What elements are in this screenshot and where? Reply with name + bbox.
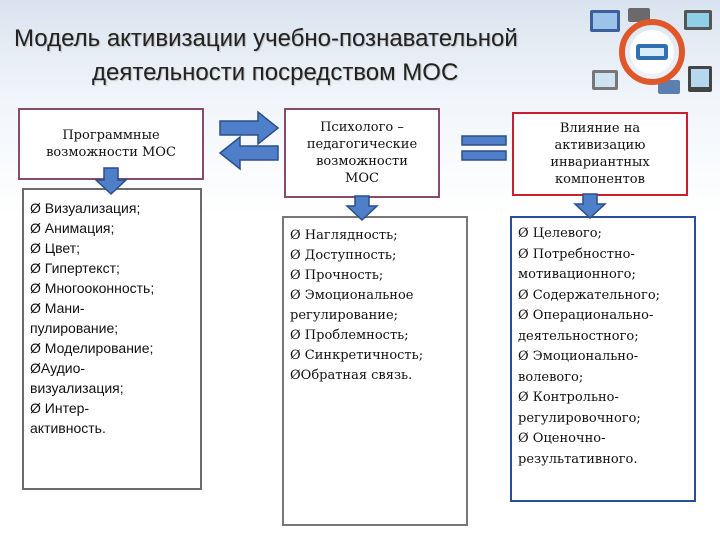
list-item: деятельностного; bbox=[518, 328, 639, 344]
list-item: Ø Гипертекст; bbox=[30, 260, 120, 276]
psych-pedagogical-list: Ø Наглядность; Ø Доступность; Ø Прочност… bbox=[282, 216, 468, 526]
list-item: волевого; bbox=[518, 369, 584, 385]
title-line-1: Модель активизации учебно-познавательной bbox=[14, 25, 518, 52]
list-item: Ø Наглядность; bbox=[290, 228, 398, 243]
box3-heading-line-4: компонентов bbox=[555, 172, 645, 187]
equals-top-bar-icon bbox=[461, 135, 507, 146]
influence-box: Влияние на активизацию инвариантных комп… bbox=[512, 112, 688, 196]
list-item: Ø Эмоционально- bbox=[518, 349, 639, 364]
box3-heading-line-3: инвариантных bbox=[550, 155, 650, 170]
list-item: Ø Операционально- bbox=[518, 308, 654, 323]
list-item: визуализация; bbox=[30, 380, 124, 396]
title-line-2: деятельности посредством МОС bbox=[92, 59, 459, 86]
list-item: Ø Моделирование; bbox=[30, 340, 154, 356]
right-arrow-icon bbox=[219, 110, 280, 146]
list-item: активность. bbox=[30, 420, 106, 436]
list-item: Ø Целевого; bbox=[518, 226, 602, 241]
list-item: Ø Потребностно- bbox=[518, 246, 635, 262]
list-item: Ø Прочность; bbox=[290, 268, 384, 283]
list-item: результативного. bbox=[518, 451, 638, 467]
list-item: Ø Визуализация; bbox=[30, 200, 141, 216]
list-item: Ø Содержательного; bbox=[518, 287, 661, 303]
list-item: Ø Многооконность; bbox=[30, 280, 155, 296]
equals-bottom-bar-icon bbox=[461, 150, 507, 161]
devices-collage-icon bbox=[590, 8, 712, 94]
software-capabilities-box: Программные возможности МОС bbox=[18, 108, 204, 180]
software-capabilities-list: Ø Визуализация; Ø Анимация; Ø Цвет; Ø Ги… bbox=[22, 188, 202, 490]
psych-pedagogical-box: Психолого – педагогические возможности М… bbox=[284, 108, 440, 198]
list-item: мотивационного; bbox=[518, 267, 636, 282]
box2-heading-line-4: МОС bbox=[345, 171, 379, 186]
list-item: Ø Доступность; bbox=[290, 248, 397, 263]
left-arrow-icon bbox=[218, 135, 279, 171]
box3-heading-line-1: Влияние на bbox=[559, 121, 641, 136]
list-item: Ø Анимация; bbox=[30, 220, 115, 236]
list-item: пулирование; bbox=[30, 320, 119, 336]
list-item: ØОбратная связь. bbox=[290, 368, 413, 383]
box1-heading-line-1: Программные bbox=[62, 128, 160, 143]
influence-list: Ø Целевого; Ø Потребностно- мотивационно… bbox=[510, 216, 696, 502]
box2-heading-line-1: Психолого – bbox=[320, 120, 404, 135]
slide-title: Модель активизации учебно-познавательной… bbox=[0, 22, 600, 90]
list-item: Ø Синкретичность; bbox=[290, 348, 424, 363]
down-arrow-icon bbox=[573, 193, 607, 220]
list-item: Ø Мани- bbox=[30, 300, 85, 316]
box2-heading-line-3: возможности bbox=[316, 154, 408, 169]
box3-heading-line-2: активизацию bbox=[554, 138, 646, 153]
list-item: регулировочного; bbox=[518, 410, 641, 426]
list-item: Ø Контрольно- bbox=[518, 390, 619, 405]
box1-heading-line-2: возможности МОС bbox=[46, 145, 176, 160]
list-item: Ø Цвет; bbox=[30, 240, 81, 256]
list-item: Ø Оценочно- bbox=[518, 431, 606, 446]
list-item: Ø Проблемность; bbox=[290, 328, 409, 343]
list-item: Ø Эмоциональное bbox=[290, 288, 414, 303]
list-item: ØАудио- bbox=[30, 360, 86, 376]
list-item: Ø Интер- bbox=[30, 400, 90, 416]
list-item: регулирование; bbox=[290, 308, 399, 323]
box2-heading-line-2: педагогические bbox=[306, 137, 418, 152]
